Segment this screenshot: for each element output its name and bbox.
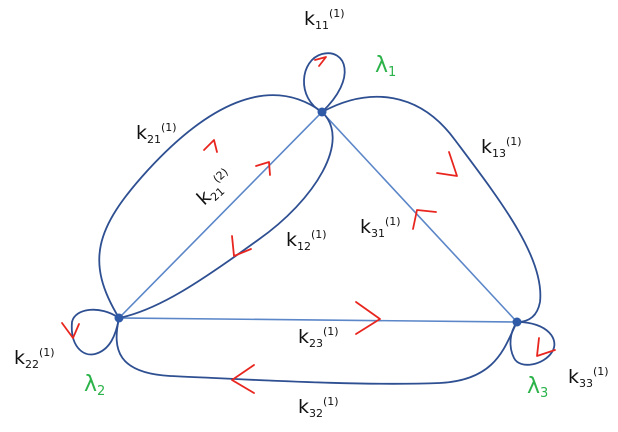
arrow-k21-2 bbox=[255, 161, 271, 176]
arrow-k31 bbox=[412, 209, 437, 230]
label-k11: k11(1) bbox=[304, 7, 345, 32]
node-label-2: λ2 bbox=[84, 372, 105, 399]
edge-k21-2 bbox=[118, 111, 323, 319]
label-k12: k12(1) bbox=[286, 228, 327, 253]
loop-k33 bbox=[509, 321, 556, 366]
edge-k12 bbox=[118, 111, 334, 319]
arrow-k13 bbox=[436, 151, 458, 177]
label-k31: k31(1) bbox=[360, 215, 401, 240]
label-k33: k33(1) bbox=[568, 365, 609, 390]
label-k22: k22(1) bbox=[14, 346, 55, 371]
edge-k32 bbox=[115, 317, 518, 385]
node-3 bbox=[512, 317, 522, 327]
edge-k13 bbox=[321, 95, 542, 323]
arrow-k22 bbox=[61, 322, 80, 339]
arrow-k33 bbox=[536, 337, 556, 357]
arrow-k23 bbox=[355, 301, 381, 335]
label-k21-1: k21(1) bbox=[136, 121, 177, 146]
label-k13: k13(1) bbox=[481, 135, 522, 160]
label-k32: k32(1) bbox=[298, 395, 339, 420]
arrow-k11 bbox=[314, 56, 327, 67]
arrow-k21-1 bbox=[203, 139, 218, 153]
label-k23: k23(1) bbox=[298, 325, 339, 350]
loop-k22 bbox=[70, 308, 120, 356]
loop-k11 bbox=[303, 52, 346, 114]
node-label-1: λ1 bbox=[375, 53, 396, 80]
arrow-k32 bbox=[231, 364, 255, 394]
node-label-3: λ3 bbox=[527, 374, 548, 401]
node-1 bbox=[317, 107, 327, 117]
edge-k31 bbox=[321, 111, 518, 323]
edge-k21-1 bbox=[98, 94, 323, 319]
arrow-k12 bbox=[231, 235, 252, 257]
node-2 bbox=[114, 313, 124, 323]
edge-k23 bbox=[118, 317, 518, 323]
